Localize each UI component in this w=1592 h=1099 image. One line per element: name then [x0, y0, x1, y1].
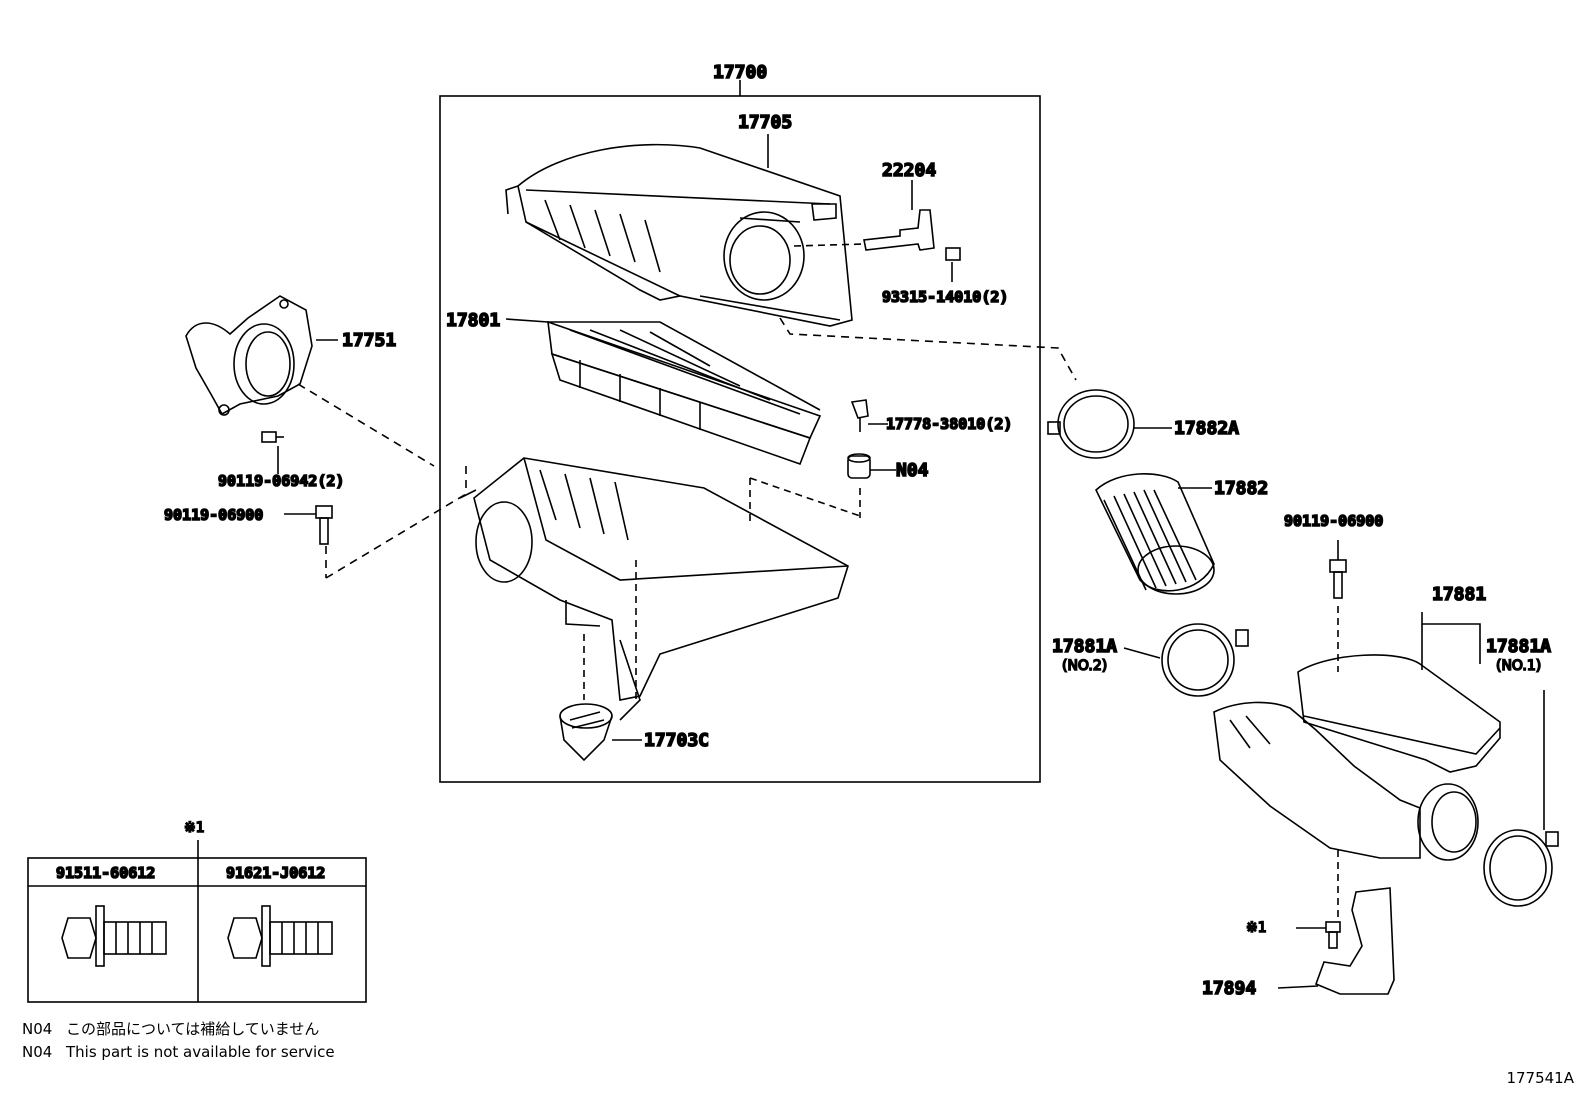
label-17703c: 17703C	[644, 730, 709, 751]
hose-clamp-17881a-no1	[1483, 829, 1559, 907]
intake-duct-17881	[1213, 654, 1501, 861]
label-17882a: 17882A	[1174, 418, 1239, 439]
dash-17751-a	[297, 383, 435, 467]
note-line: N04 This part is not available for servic…	[22, 1041, 335, 1064]
bolt-90119-06900-right	[1329, 559, 1347, 599]
leader-17881a-no2	[1123, 647, 1161, 659]
bolt-reference-table	[27, 840, 367, 1003]
air-filter-element-17801	[547, 320, 822, 466]
grommet-17703c	[559, 703, 613, 762]
dash-lower-1	[749, 477, 861, 517]
label-17778: 17778-38010(2)	[886, 415, 1012, 433]
bolt-90119-06900-left	[315, 505, 333, 545]
air-cleaner-cap-17705	[505, 143, 853, 327]
hose-clamp-17881a-no2	[1161, 623, 1249, 697]
dash-cap-hose	[779, 317, 1077, 381]
dash-22204	[793, 243, 865, 247]
label-93315: 93315-14010(2)	[882, 288, 1008, 306]
label-90119a: 90119-06942(2)	[218, 472, 344, 490]
label-17881: 17881	[1432, 584, 1486, 605]
label-22204: 22204	[882, 160, 936, 181]
leader-17894	[1277, 985, 1319, 989]
air-cleaner-assembly-frame	[439, 95, 1041, 783]
clip-17778	[850, 399, 869, 432]
dash-17751-b	[325, 493, 467, 579]
leader-17801	[505, 318, 549, 323]
note-code: N04	[22, 1043, 53, 1061]
note-code: N04	[22, 1020, 53, 1038]
label-n04: N04	[896, 460, 929, 481]
screw-90119-06942	[261, 431, 284, 443]
note-text: This part is not available for service	[66, 1043, 335, 1061]
label-90119c: 90119-06900	[1284, 512, 1383, 530]
bracket-17881	[1421, 612, 1481, 664]
bracket-17894	[1314, 887, 1395, 995]
label-17700: 17700	[713, 62, 767, 83]
label-17751: 17751	[342, 330, 396, 351]
diagram-id: 177541A	[1506, 1069, 1574, 1087]
label-17881a-no2: 17881A	[1052, 636, 1117, 657]
label-17881a-no1: 17881A	[1486, 636, 1551, 657]
label-17882: 17882	[1214, 478, 1268, 499]
air-inlet-17751	[185, 295, 313, 416]
bolt-ref-1	[1325, 921, 1341, 949]
intake-hose-17882	[1095, 473, 1215, 595]
label-17894: 17894	[1202, 978, 1256, 999]
label-17881a-no1-sub: (NO.1)	[1496, 658, 1541, 674]
label-17801: 17801	[446, 310, 500, 331]
label-17881a-no2-sub: (NO.2)	[1062, 658, 1107, 674]
label-17705: 17705	[738, 112, 792, 133]
air-cleaner-case-lower	[459, 457, 849, 721]
label-ref-1: ※1	[1246, 920, 1267, 936]
bushing-n04	[847, 453, 871, 479]
mass-air-flow-sensor-22204	[863, 209, 961, 261]
note-text: この部品については補給していません	[66, 1020, 320, 1038]
hose-clamp-17882a	[1047, 389, 1135, 459]
label-90119b: 90119-06900	[164, 506, 263, 524]
table-ref-mark: ※1	[184, 820, 205, 836]
table-col2-header: 91621-J0612	[226, 864, 325, 882]
table-col1-header: 91511-60612	[56, 864, 155, 882]
note-line: N04 この部品については補給していません	[22, 1018, 335, 1041]
